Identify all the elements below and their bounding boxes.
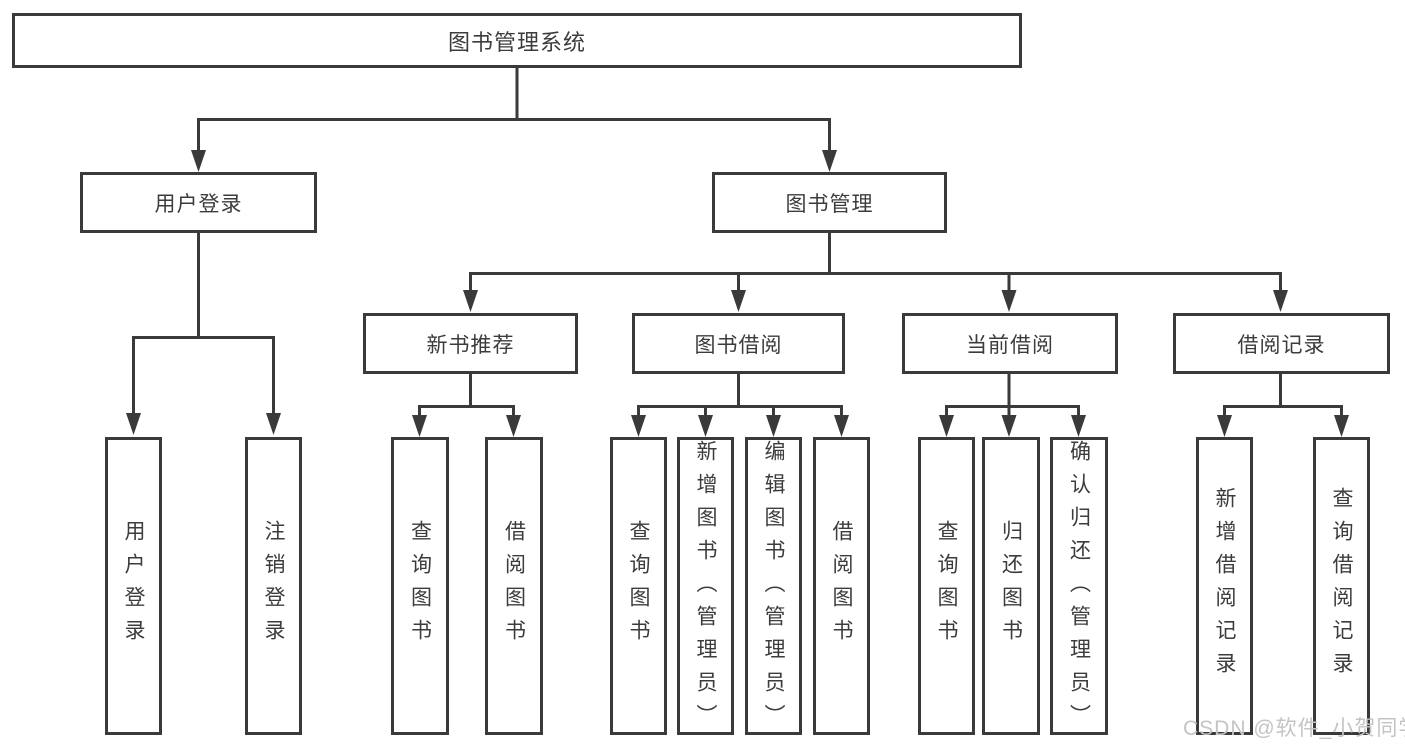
node-label: 图书管理系统 [447, 29, 586, 55]
node-add-borrow-record: 新增借阅记录 [1196, 437, 1253, 735]
node-label: 归还图书 [999, 520, 1023, 652]
node-label: 查询图书 [627, 520, 650, 652]
node-book-management: 图书管理 [712, 172, 947, 233]
node-label: 查询图书 [935, 520, 958, 652]
node-label: 用户登录 [154, 192, 243, 216]
node-edit-books-admin: 编辑图书（管理员） [745, 437, 802, 737]
node-query-books: 查询图书 [918, 437, 975, 735]
node-label: 借阅图书 [830, 520, 853, 652]
node-book-borrow: 图书借阅 [632, 313, 845, 374]
node-label: 图书管理 [785, 192, 874, 216]
csdn-watermark: CSDN @软件_小贺同学 [1183, 717, 1405, 740]
node-borrow-books: 借阅图书 [485, 437, 543, 735]
node-current-borrow: 当前借阅 [902, 313, 1118, 374]
node-label: 借阅记录 [1237, 333, 1326, 357]
node-label: 新增图书（管理员） [694, 440, 717, 737]
node-label: 新增借阅记录 [1213, 487, 1236, 685]
node-add-books-admin: 新增图书（管理员） [677, 437, 734, 737]
node-label: 查询图书 [408, 520, 432, 652]
node-user-login: 用户登录 [80, 172, 317, 233]
node-query-books: 查询图书 [610, 437, 667, 735]
node-label: 当前借阅 [966, 333, 1054, 357]
node-library-management-system: 图书管理系统 [12, 13, 1022, 68]
node-label: 新书推荐 [426, 333, 515, 357]
node-logout: 注销登录 [245, 437, 302, 735]
node-label: 借阅图书 [502, 520, 526, 652]
node-confirm-return-admin: 确认归还（管理员） [1050, 437, 1108, 737]
node-return-books: 归还图书 [982, 437, 1040, 735]
node-label: 查询借阅记录 [1330, 487, 1353, 685]
node-label: 用户登录 [122, 520, 145, 652]
node-label: 注销登录 [262, 520, 285, 652]
node-label: 编辑图书（管理员） [762, 440, 785, 737]
node-borrow-books: 借阅图书 [813, 437, 870, 735]
node-new-book-recommend: 新书推荐 [363, 313, 578, 374]
node-label: 图书借阅 [694, 333, 783, 357]
node-borrow-records: 借阅记录 [1173, 313, 1390, 374]
node-user-login-leaf: 用户登录 [105, 437, 162, 735]
node-query-books: 查询图书 [391, 437, 449, 735]
node-query-borrow-record: 查询借阅记录 [1313, 437, 1370, 735]
node-label: 确认归还（管理员） [1067, 440, 1091, 737]
connector-lines [133, 68, 1342, 408]
